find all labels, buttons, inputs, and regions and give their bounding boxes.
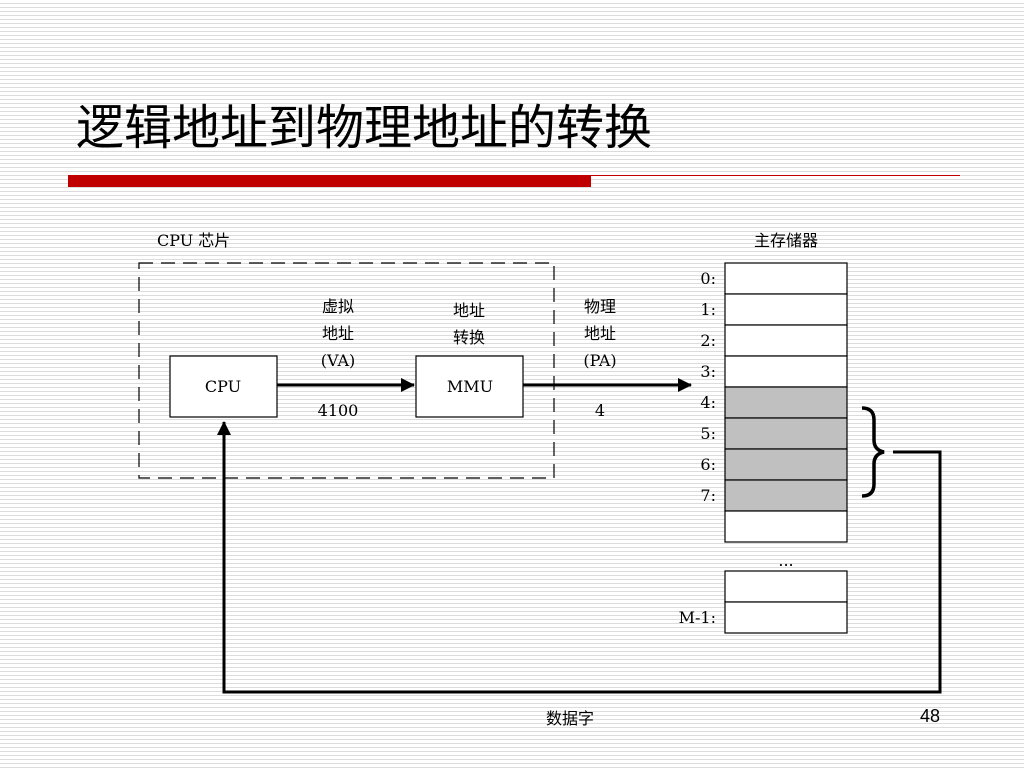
cpu-label: CPU [205, 377, 241, 396]
memory-cell [724, 262, 848, 295]
title-rule-thin [591, 175, 960, 176]
va-label-line-2: 地址 [322, 324, 354, 343]
bracket-brace [861, 406, 885, 498]
pa-label-line-1: 物理 [584, 297, 616, 316]
memory-row-label: 3: [700, 362, 716, 381]
memory-cell [724, 417, 848, 450]
memory-cell [724, 510, 848, 543]
memory-cell [724, 479, 848, 512]
memory-cell [724, 293, 848, 326]
memory-title: 主存储器 [754, 231, 818, 250]
memory-row-label: 7: [700, 486, 716, 505]
memory-row-label: 4: [700, 393, 716, 412]
data-word-label: 数据字 [546, 709, 594, 728]
va-value: 4100 [318, 401, 359, 420]
va-label-line-3: (VA) [321, 351, 356, 370]
pa-label-line-3: (PA) [583, 351, 616, 370]
memory-cell [724, 324, 848, 357]
cpu-chip-label: CPU 芯片 [157, 231, 230, 250]
memory-row-label: 2: [700, 331, 716, 350]
slide-title: 逻辑地址到物理地址的转换 [76, 100, 653, 156]
memory-ellipsis: ... [778, 551, 793, 570]
memory-cell-m2 [724, 570, 848, 603]
memory-row-label: 1: [700, 300, 716, 319]
translation-label-line-2: 转换 [453, 328, 485, 347]
cpu-chip-boundary [138, 262, 555, 479]
memory-cell-m1 [724, 601, 848, 634]
cpu-box [169, 355, 278, 418]
va-label-line-1: 虚拟 [322, 297, 354, 316]
memory-row-label: 0: [700, 269, 716, 288]
memory-rows: 0: 1: 2: 3: 4: 5: 6: 7: [700, 262, 848, 543]
pa-label-line-2: 地址 [584, 324, 616, 343]
memory-row-label: 5: [700, 424, 716, 443]
data-word-path [217, 421, 942, 694]
pa-value: 4 [595, 401, 605, 420]
title-rule-red [68, 175, 591, 187]
memory-cell [724, 386, 848, 419]
memory-row-label: 6: [700, 455, 716, 474]
memory-row-label-m1: M-1: [679, 608, 716, 627]
mmu-label: MMU [447, 377, 493, 396]
page-number: 48 [920, 706, 941, 726]
memory-cell [724, 448, 848, 481]
translation-label-line-1: 地址 [453, 301, 485, 320]
memory-cell [724, 355, 848, 388]
